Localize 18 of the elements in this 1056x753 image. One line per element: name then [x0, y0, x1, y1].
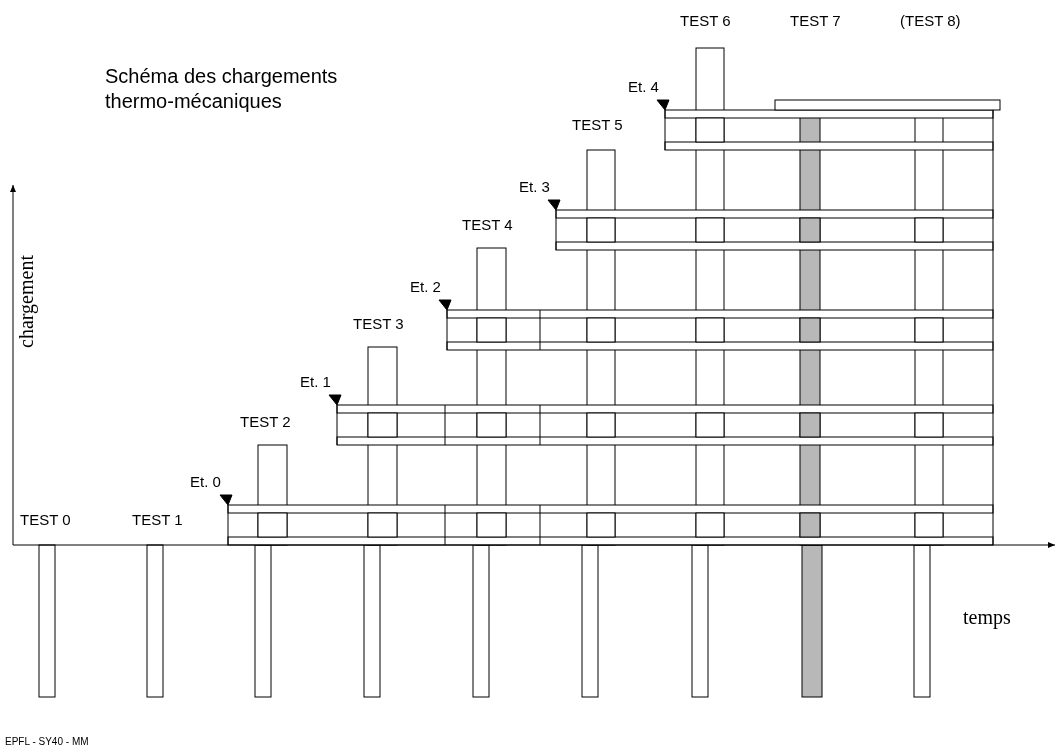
stage-label: Et. 1 — [300, 373, 331, 390]
test-label: TEST 5 — [572, 116, 623, 133]
diagram-title: Schéma des chargements thermo-mécaniques — [105, 64, 339, 114]
stage-label: Et. 4 — [628, 78, 659, 95]
test-label: TEST 0 — [20, 511, 71, 528]
test-label: (TEST 8) — [900, 12, 961, 29]
test-label: TEST 1 — [132, 511, 183, 528]
test-label: TEST 7 — [790, 12, 841, 29]
test-label: TEST 4 — [462, 216, 513, 233]
test-label: TEST 6 — [680, 12, 731, 29]
stage-label: Et. 0 — [190, 473, 221, 490]
footer-note: EPFL - SY40 - MM — [5, 736, 89, 747]
axis-label: chargement — [14, 255, 38, 348]
stage-label: Et. 2 — [410, 278, 441, 295]
test-label: TEST 3 — [353, 315, 404, 332]
stage-label: Et. 3 — [519, 178, 550, 195]
axis-label: temps — [963, 606, 1011, 629]
test-label: TEST 2 — [240, 413, 291, 430]
